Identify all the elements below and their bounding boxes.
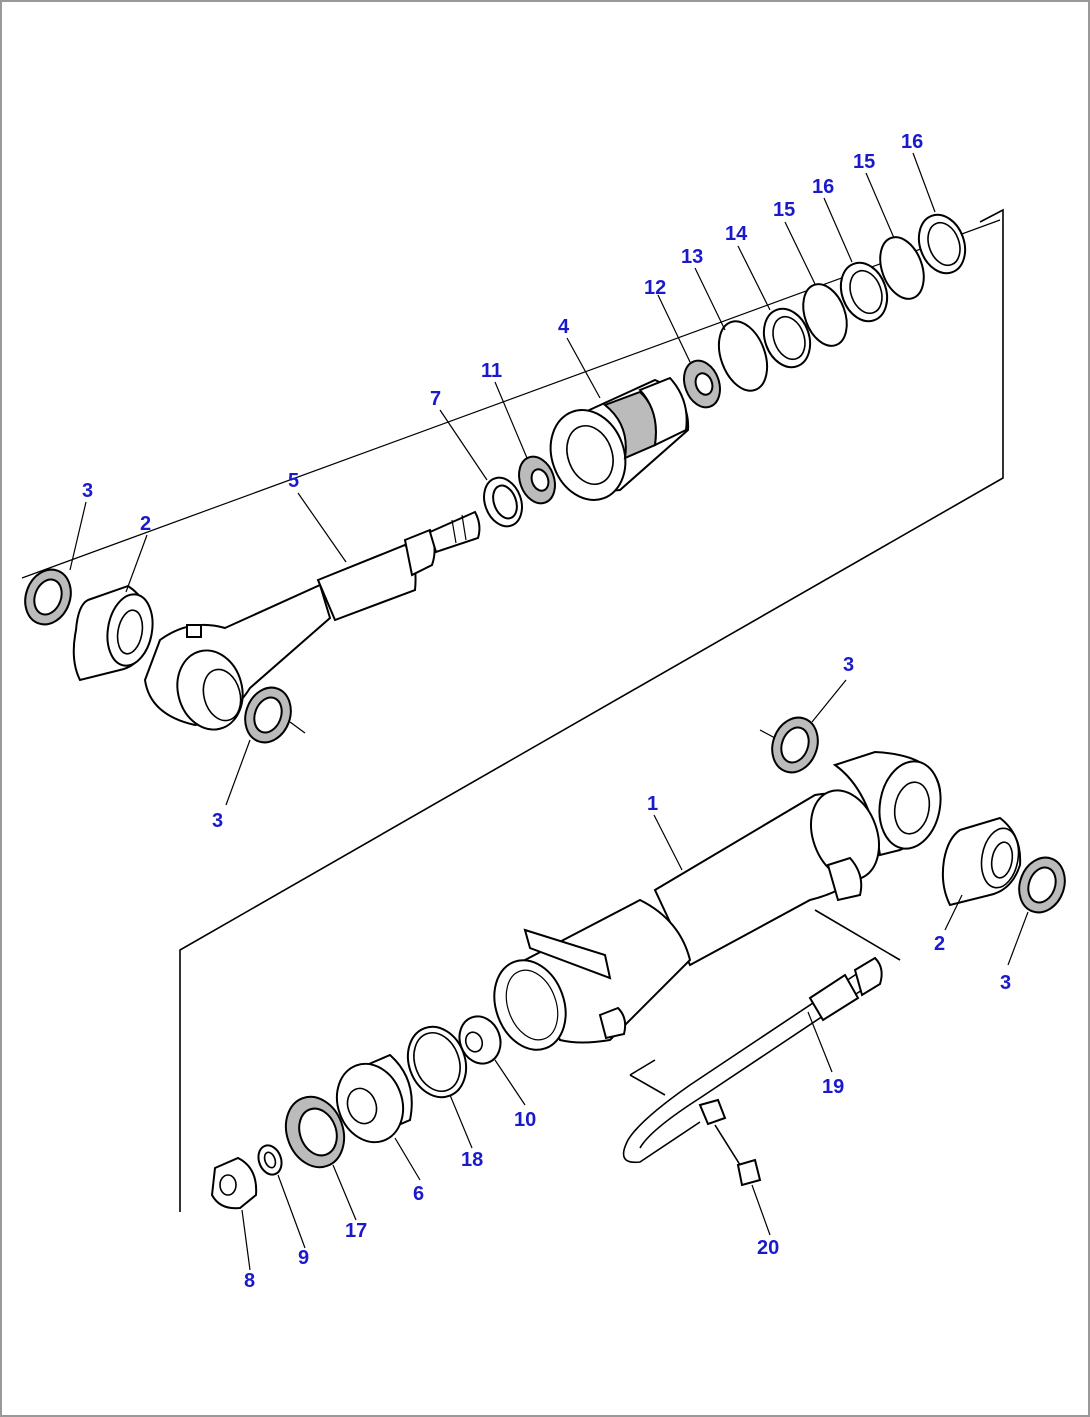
callout-15a: 15 [853, 151, 875, 173]
bolt-20 [698, 1098, 762, 1187]
callout-19: 19 [822, 1076, 844, 1098]
dust-seal-bottom-lower [1018, 856, 1066, 914]
callout-6: 6 [413, 1183, 424, 1205]
callout-16a: 16 [901, 131, 923, 153]
callout-13: 13 [681, 246, 703, 268]
leader-lines [69, 152, 1029, 1271]
backup-ring-16a [839, 261, 889, 323]
callout-1: 1 [647, 793, 658, 815]
callout-15b: 15 [773, 199, 795, 221]
bushing-upper [72, 584, 154, 682]
assembly-bracket [179, 208, 1004, 1212]
ring-18 [406, 1025, 468, 1099]
dust-seal-bottom-upper [759, 716, 819, 774]
callout-9: 9 [298, 1247, 309, 1269]
backup-ring-14 [762, 307, 812, 369]
callout-3b: 3 [212, 810, 223, 832]
callout-3a: 3 [82, 480, 93, 502]
callout-18: 18 [461, 1149, 483, 1171]
o-ring-13 [717, 320, 769, 392]
o-ring-15b [879, 236, 925, 300]
bushing-lower [941, 816, 1022, 907]
nut-8 [210, 1156, 258, 1210]
dust-seal-rod-eye [244, 686, 306, 744]
callout-5: 5 [288, 470, 299, 492]
callout-20: 20 [757, 1237, 779, 1259]
callout-16b: 16 [812, 176, 834, 198]
callout-labels: 16 15 16 15 14 13 12 4 11 7 5 3 2 3 3 1 … [82, 131, 1011, 1292]
seal-17 [284, 1095, 346, 1169]
upper-axis-line [21, 219, 1001, 579]
ring-7 [483, 476, 523, 528]
callout-3d: 3 [1000, 972, 1011, 994]
callout-17: 17 [345, 1220, 367, 1242]
callout-14: 14 [725, 223, 748, 245]
seal-12 [683, 359, 721, 409]
callout-3c: 3 [843, 654, 854, 676]
o-ring-15a [802, 283, 848, 347]
callout-2b: 2 [934, 933, 945, 955]
dust-seal-left [24, 568, 72, 626]
piston-6 [335, 1053, 413, 1144]
nut-11 [518, 455, 556, 505]
ring-9 [257, 1144, 283, 1176]
backup-ring-16b [917, 213, 967, 275]
callout-2a: 2 [140, 513, 151, 535]
cylinder-tube [493, 750, 942, 1051]
piston-rod [143, 510, 481, 731]
callout-11: 11 [481, 360, 502, 382]
cylinder-head [549, 376, 690, 501]
callout-7: 7 [430, 388, 441, 410]
callout-8: 8 [244, 1270, 255, 1292]
callout-4: 4 [558, 316, 570, 338]
callout-12: 12 [644, 277, 666, 299]
callout-10: 10 [514, 1109, 536, 1131]
hose-assembly [622, 909, 901, 1164]
